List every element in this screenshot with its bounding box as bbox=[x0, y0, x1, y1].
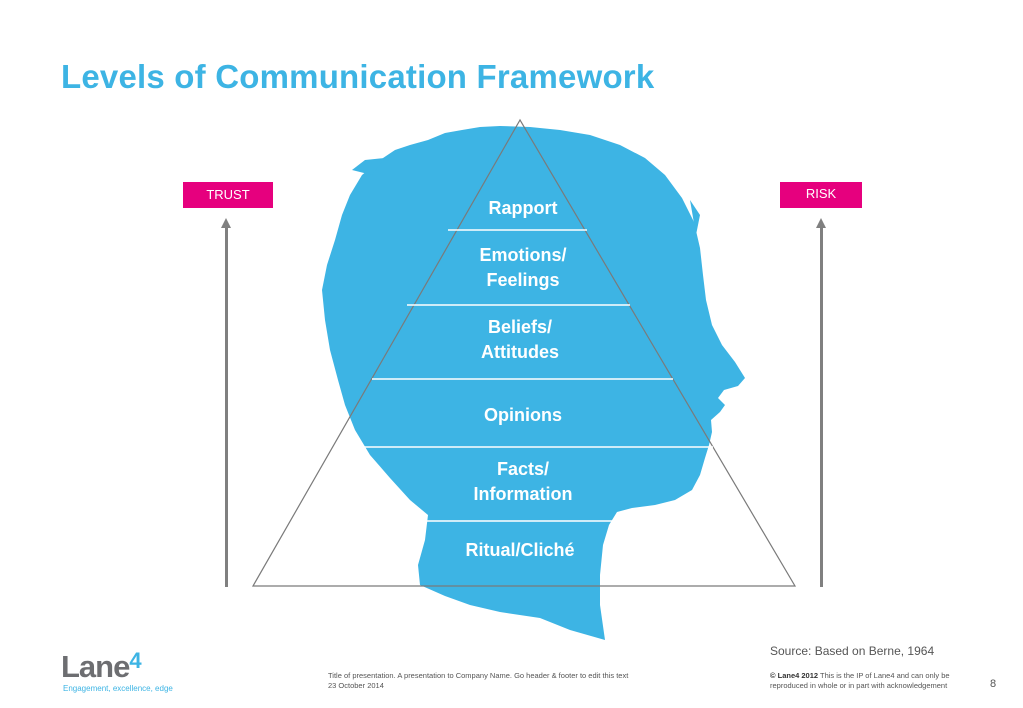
risk-arrow-shaft bbox=[820, 226, 823, 587]
level-ritual-cliche: Ritual/Cliché bbox=[465, 540, 575, 560]
lane4-logo: Lane4 bbox=[61, 648, 142, 684]
footer-presentation-info: Title of presentation. A presentation to… bbox=[328, 671, 629, 690]
page-number: 8 bbox=[990, 678, 997, 690]
level-emotions-feelings: Emotions/ Feelings bbox=[479, 245, 567, 290]
head-silhouette-icon bbox=[322, 126, 745, 640]
trust-arrow-shaft bbox=[225, 226, 228, 587]
level-beliefs-attitudes: Beliefs/ Attitudes bbox=[481, 317, 559, 362]
logo-tagline: Engagement, excellence, edge bbox=[63, 684, 173, 693]
level-facts-information: Facts/ Information bbox=[473, 459, 573, 504]
trust-badge: TRUST bbox=[183, 182, 273, 208]
risk-badge: RISK bbox=[780, 182, 862, 208]
source-note: Source: Based on Berne, 1964 bbox=[770, 644, 935, 658]
level-opinions: Opinions bbox=[484, 405, 562, 425]
pyramid bbox=[251, 118, 797, 587]
arrow-up-icon bbox=[221, 218, 231, 228]
arrow-up-icon bbox=[816, 218, 826, 228]
footer-copyright: © Lane4 2012 This is the IP of Lane4 and… bbox=[770, 671, 950, 690]
slide-title: Levels of Communication Framework bbox=[61, 58, 655, 95]
level-rapport: Rapport bbox=[488, 198, 558, 218]
